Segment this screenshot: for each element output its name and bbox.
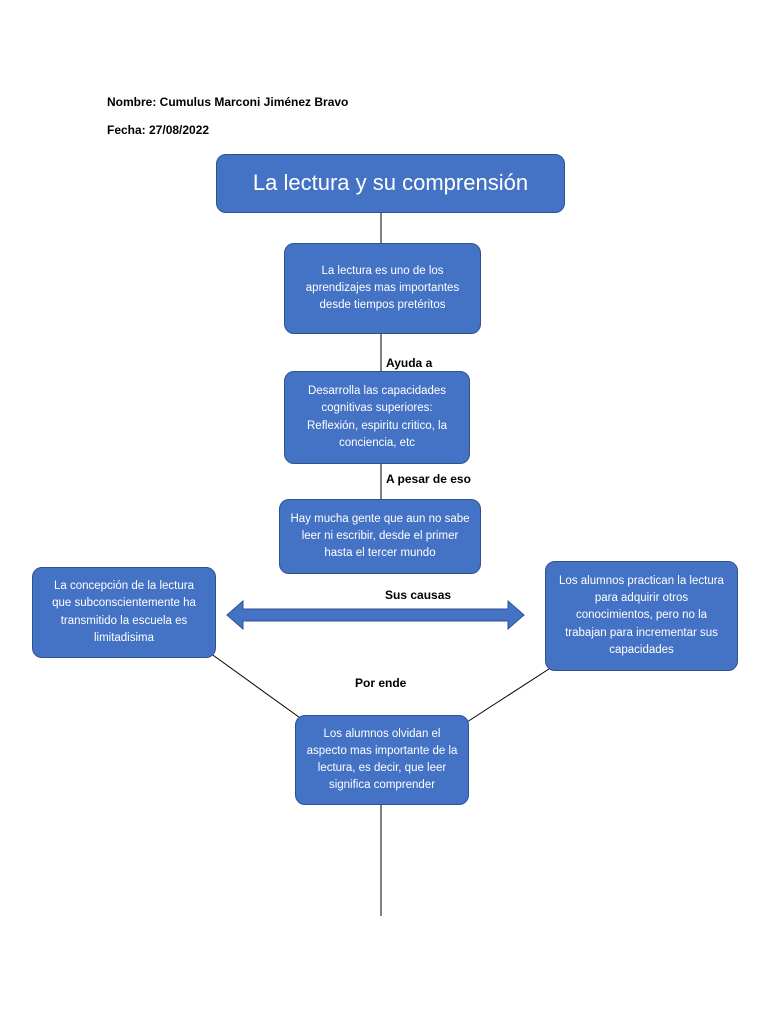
node-consecuencia-text: Los alumnos olvidan el aspecto mas impor…: [306, 727, 458, 792]
node-intro: La lectura es uno de los aprendizajes ma…: [284, 243, 481, 334]
connector-causas: Sus causas: [385, 588, 452, 602]
connector-a-pesar: A pesar de eso: [386, 472, 471, 486]
node-causa-izquierda-text: La concepción de la lectura que subconsc…: [52, 580, 196, 644]
node-capacidades-text: Desarrolla las capacidades cognitivas su…: [307, 385, 447, 449]
node-capacidades: Desarrolla las capacidades cognitivas su…: [284, 371, 470, 464]
connector-ayuda: Ayuda a: [386, 356, 433, 370]
node-causa-izquierda: La concepción de la lectura que subconsc…: [32, 567, 216, 658]
node-causa-derecha: Los alumnos practican la lectura para ad…: [545, 561, 738, 671]
link-left-consecuencia: [209, 652, 304, 721]
node-intro-text: La lectura es uno de los aprendizajes ma…: [305, 264, 460, 312]
double-arrow: [226, 599, 525, 631]
connector-por-ende: Por ende: [355, 676, 407, 690]
node-problema: Hay mucha gente que aun no sabe leer ni …: [279, 499, 481, 574]
diagram-title: La lectura y su comprensión: [252, 170, 529, 196]
node-consecuencia: Los alumnos olvidan el aspecto mas impor…: [295, 715, 469, 805]
node-problema-text: Hay mucha gente que aun no sabe leer ni …: [290, 512, 470, 560]
diagram-title-box: La lectura y su comprensión: [216, 154, 565, 213]
date-label: Fecha: 27/08/2022: [107, 123, 210, 137]
node-causa-derecha-text: Los alumnos practican la lectura para ad…: [559, 574, 724, 656]
link-right-consecuencia: [466, 666, 553, 723]
student-name: Nombre: Cumulus Marconi Jiménez Bravo: [107, 95, 349, 109]
